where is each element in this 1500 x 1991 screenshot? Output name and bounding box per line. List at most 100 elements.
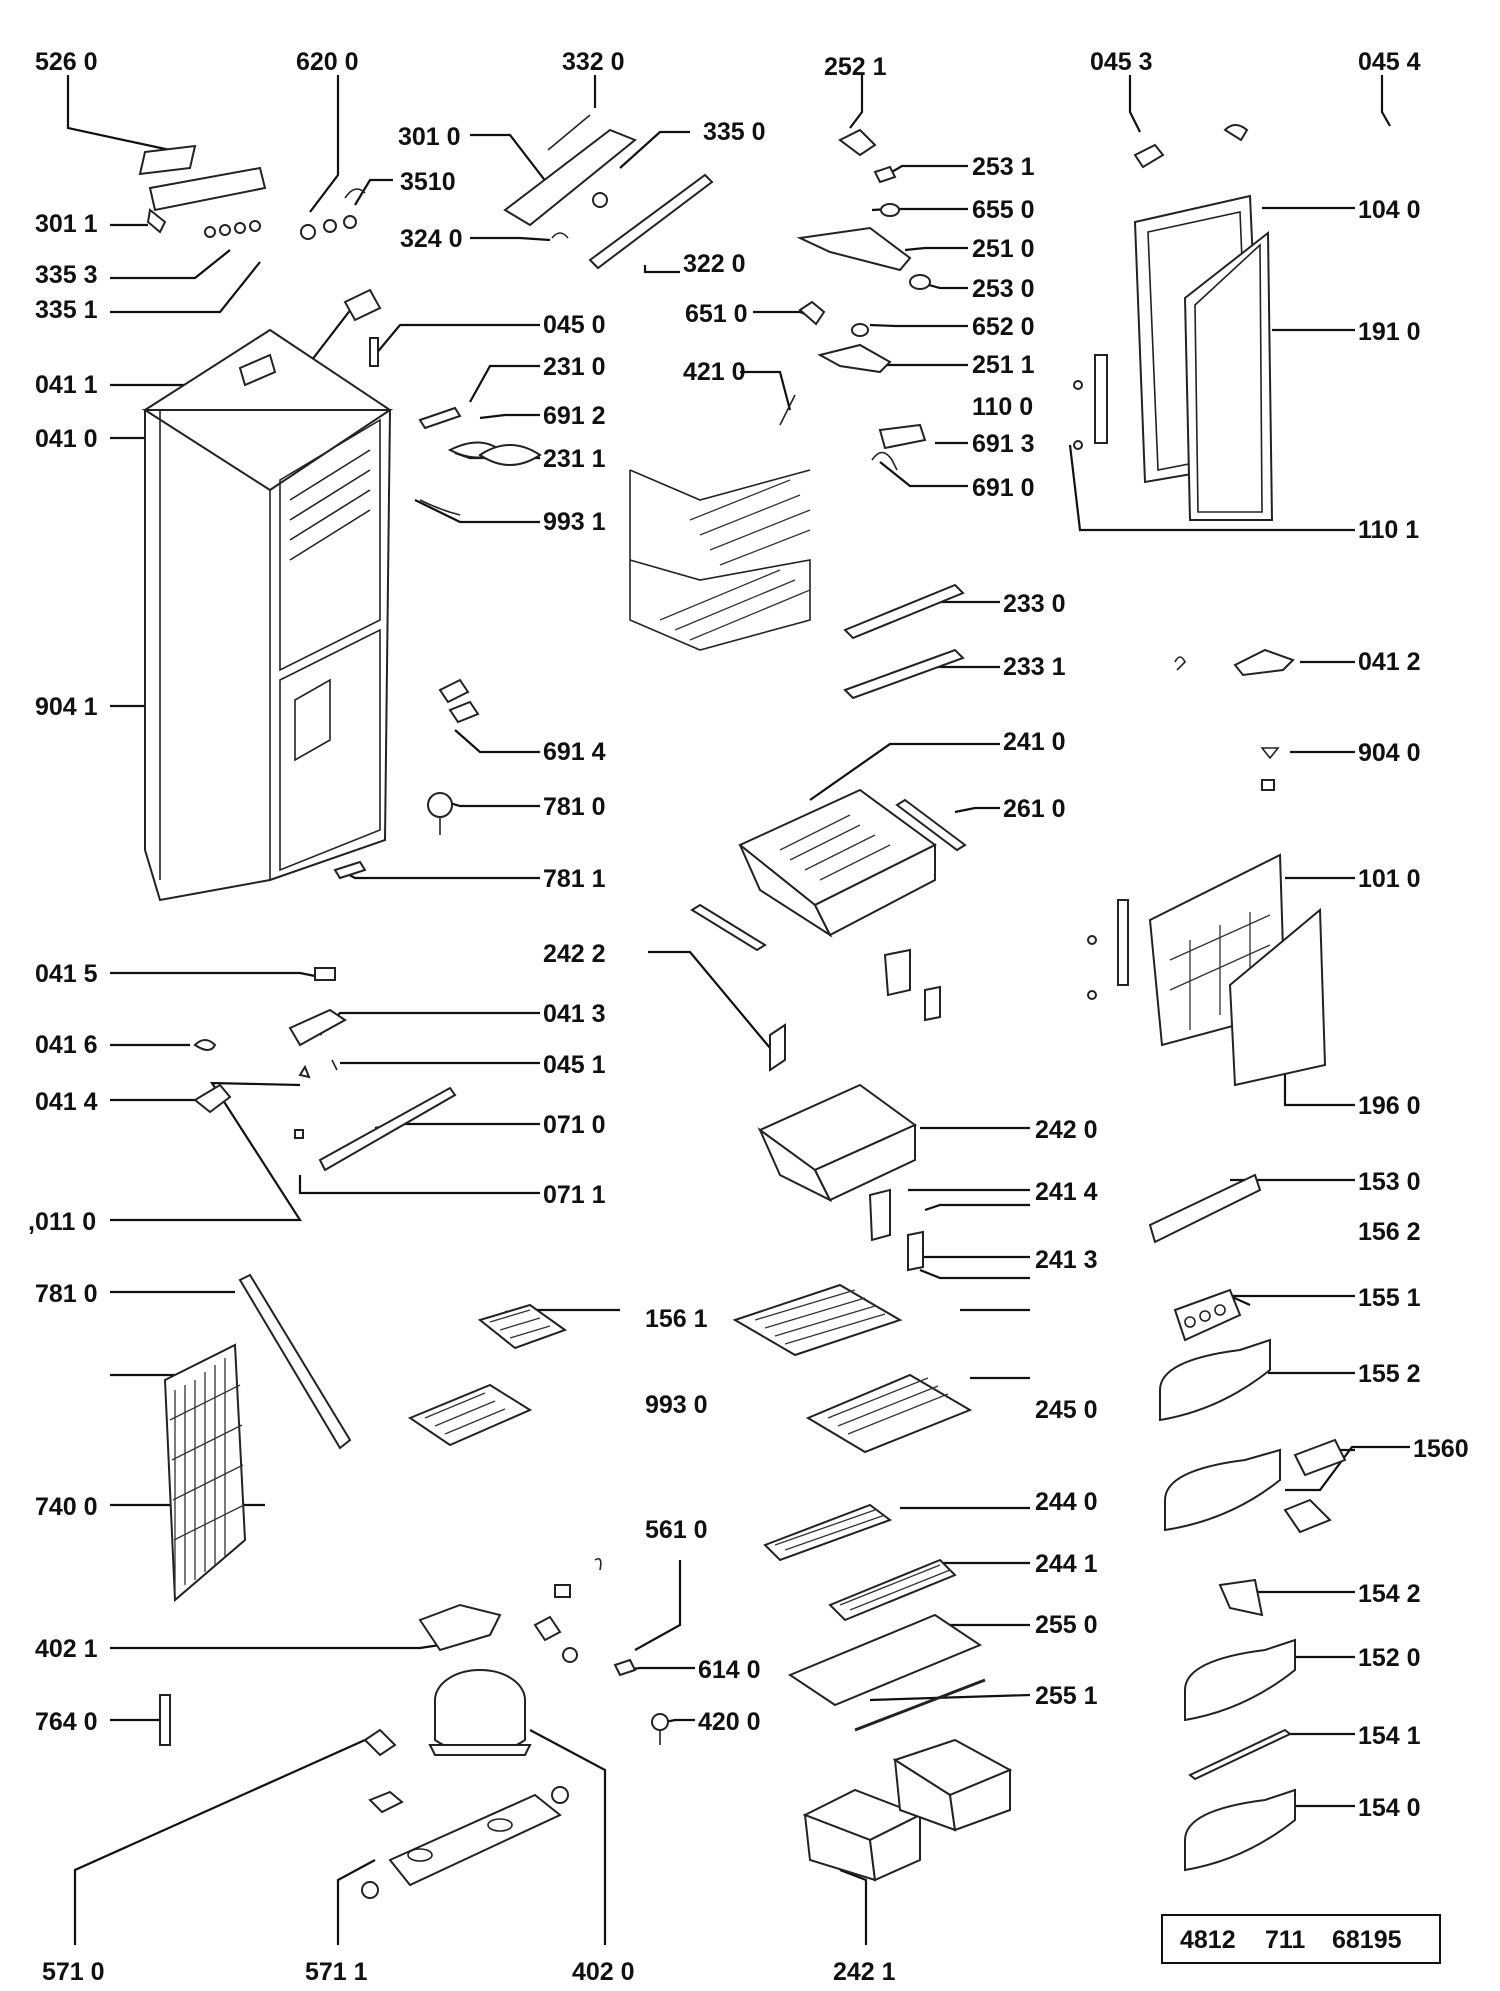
- part-label-691-4: 691 4: [543, 738, 606, 766]
- part-label-781-0b: 781 0: [35, 1280, 98, 1308]
- part-panel-301-1: [148, 166, 267, 212]
- part-label-104-0: 104 0: [1358, 196, 1421, 224]
- part-764-0: [159, 1694, 171, 1746]
- part-label-041-5: 041 5: [35, 960, 98, 988]
- part-label-652-0: 652 0: [972, 313, 1035, 341]
- part-label-781-1: 781 1: [543, 865, 606, 893]
- part-155-2: [1159, 1338, 1271, 1422]
- part-crisper-241-0: [738, 788, 937, 938]
- part-label-255-1: 255 1: [1035, 1682, 1098, 1710]
- part-571-1: [368, 1790, 404, 1814]
- part-label-651-0: 651 0: [685, 300, 748, 328]
- part-label-110-1: 110 1: [1358, 516, 1419, 544]
- part-label-045-4: 045 4: [1358, 48, 1421, 76]
- part-045-4: [1223, 124, 1249, 142]
- part-label-904-0: 904 0: [1358, 739, 1421, 767]
- part-041-2: [1233, 648, 1295, 677]
- part-label-045-3: 045 3: [1090, 48, 1153, 76]
- part-bracket-252-1: [838, 128, 877, 157]
- part-bins-242-1: [802, 1738, 1013, 1882]
- part-041-3: [288, 1008, 347, 1047]
- part-base-plate: [388, 1793, 562, 1887]
- part-label-526-0: 526 0: [35, 48, 98, 76]
- part-label-253-0: 253 0: [972, 275, 1035, 303]
- ref-number-c: 68195: [1332, 1926, 1402, 1954]
- part-bracket-041-0: [343, 288, 382, 322]
- part-label-324-0: 324 0: [400, 225, 463, 253]
- part-label-045-1: 045 1: [543, 1051, 606, 1079]
- part-label-156-1: 156 1: [645, 1305, 708, 1333]
- part-bin-1560: [1164, 1448, 1281, 1532]
- part-label-154-1: 154 1: [1358, 1722, 1421, 1750]
- part-label-252-1: 252 1: [824, 53, 887, 81]
- part-condenser-740-0: [163, 1343, 247, 1603]
- part-relay-402-1: [418, 1603, 502, 1652]
- part-label-255-0: 255 0: [1035, 1611, 1098, 1639]
- part-label-740-0: 740 0: [35, 1493, 98, 1521]
- part-bar-781-0: [238, 1273, 352, 1450]
- part-label-301-0: 301 0: [398, 123, 461, 151]
- part-label-045-0: 045 0: [543, 311, 606, 339]
- part-154-1: [1188, 1728, 1292, 1781]
- part-label-904-1: 904 1: [35, 693, 98, 721]
- part-045-3: [1133, 143, 1165, 169]
- part-label-3510: 3510: [400, 168, 456, 196]
- part-gasket-196-0: [1228, 907, 1327, 1087]
- part-071-0: [318, 1086, 457, 1172]
- ref-number-b: 711: [1265, 1926, 1305, 1954]
- part-label-251-1: 251 1: [972, 351, 1035, 379]
- part-label-614-0: 614 0: [698, 1656, 761, 1684]
- part-label-691-0: 691 0: [972, 474, 1035, 502]
- part-label-242-1: 242 1: [833, 1958, 896, 1986]
- part-cabinet: [141, 288, 394, 902]
- part-label-041-4: 041 4: [35, 1088, 98, 1116]
- part-knob: [146, 208, 167, 234]
- part-label-011-0: ,011 0: [28, 1208, 96, 1236]
- part-tray-993-0: [407, 1383, 533, 1447]
- part-label-156-2: 156 2: [1358, 1218, 1421, 1246]
- part-drawer-242-0: [757, 1083, 917, 1203]
- part-gasket-191-0: [1183, 230, 1274, 521]
- part-label-691-3: 691 3: [972, 430, 1035, 458]
- part-hinge-251-0: [796, 226, 912, 272]
- part-label-402-0: 402 0: [572, 1958, 635, 1986]
- part-label-154-0: 154 0: [1358, 1794, 1421, 1822]
- part-shelf-244: [763, 1503, 957, 1622]
- part-label-335-3: 335 3: [35, 261, 98, 289]
- reference-number-box: 4812 711 68195: [1161, 1914, 1441, 1964]
- part-strip-322-0: [588, 173, 714, 270]
- part-label-245-0: 245 0: [1035, 1396, 1098, 1424]
- part-label-253-1: 253 1: [972, 153, 1035, 181]
- part-label-420-0: 420 0: [698, 1708, 761, 1736]
- part-label-241-3: 241 3: [1035, 1246, 1098, 1274]
- part-label-244-0: 244 0: [1035, 1488, 1098, 1516]
- ref-number-a: 4812: [1180, 1926, 1236, 1954]
- part-label-041-0: 041 0: [35, 425, 98, 453]
- part-label-242-2: 242 2: [543, 940, 606, 968]
- part-label-155-1: 155 1: [1358, 1284, 1421, 1312]
- part-233-1: [843, 648, 965, 700]
- part-label-335-0: 335 0: [703, 118, 766, 146]
- part-label-242-0: 242 0: [1035, 1116, 1098, 1144]
- part-label-571-0: 571 0: [42, 1958, 105, 1986]
- part-label-196-0: 196 0: [1358, 1092, 1421, 1120]
- part-housing-301-0: [503, 128, 637, 227]
- part-label-561-0: 561 0: [645, 1516, 708, 1544]
- part-compressor-402-0: [428, 1669, 532, 1756]
- part-label-421-0: 421 0: [683, 358, 746, 386]
- part-label-301-1: 301 1: [35, 210, 98, 238]
- part-label-655-0: 655 0: [972, 196, 1035, 224]
- part-label-332-0: 332 0: [562, 48, 625, 76]
- part-label-261-0: 261 0: [1003, 795, 1066, 823]
- part-label-041-6: 041 6: [35, 1031, 98, 1059]
- part-hinge-110-0: [1094, 354, 1108, 444]
- part-label-191-0: 191 0: [1358, 318, 1421, 346]
- part-label-152-0: 152 0: [1358, 1644, 1421, 1672]
- part-label-154-2: 154 2: [1358, 1580, 1421, 1608]
- part-label-231-0: 231 0: [543, 353, 606, 381]
- part-231-1: [478, 444, 542, 466]
- part-label-402-1: 402 1: [35, 1635, 98, 1663]
- part-label-041-2: 041 2: [1358, 648, 1421, 676]
- part-label-571-1: 571 1: [305, 1958, 368, 1986]
- part-tray-156-1: [477, 1303, 568, 1350]
